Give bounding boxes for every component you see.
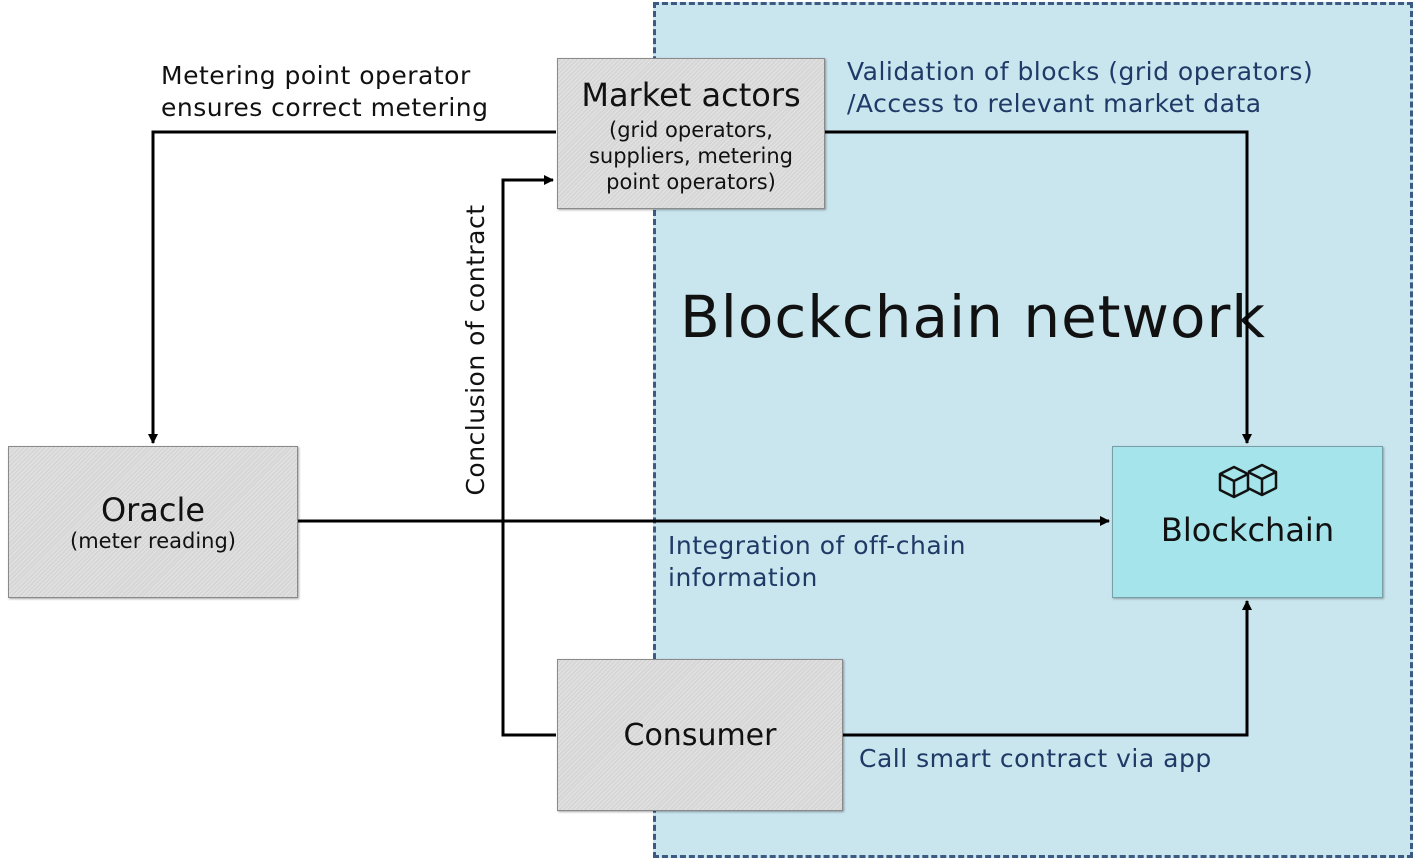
metering-label: Metering point operator ensures correct … bbox=[161, 60, 489, 124]
contract-label: Conclusion of contract bbox=[461, 204, 490, 496]
integration-label-line2: information bbox=[668, 563, 818, 592]
market-actors-subtitle-line2: suppliers, metering bbox=[588, 144, 794, 168]
market-actors-title: Market actors bbox=[581, 76, 801, 114]
edge-market-to-blockchain bbox=[825, 130, 1252, 444]
blockchain-node: Blockchain bbox=[1112, 446, 1383, 598]
edge-consumer-to-blockchain bbox=[843, 600, 1252, 737]
blockchain-network-title: Blockchain network bbox=[680, 283, 1266, 351]
validation-label: Validation of blocks (grid operators) /A… bbox=[847, 56, 1313, 120]
smart-contract-label: Call smart contract via app bbox=[859, 744, 1212, 773]
metering-label-line1: Metering point operator bbox=[161, 61, 471, 90]
blockchain-title: Blockchain bbox=[1160, 511, 1335, 549]
validation-label-line2: /Access to relevant market data bbox=[847, 89, 1262, 118]
market-actors-subtitle-line1: (grid operators, bbox=[609, 118, 773, 142]
oracle-title: Oracle bbox=[100, 491, 206, 529]
edge-market-to-oracle bbox=[148, 130, 556, 444]
integration-label: Integration of off-chain information bbox=[668, 530, 966, 594]
consumer-title: Consumer bbox=[623, 718, 777, 753]
market-actors-node: Market actors (grid operators, suppliers… bbox=[557, 58, 825, 209]
metering-label-line2: ensures correct metering bbox=[161, 93, 489, 122]
blockchain-cubes-icon bbox=[1218, 463, 1278, 499]
oracle-subtitle: (meter reading) bbox=[70, 529, 236, 553]
market-actors-subtitle-line3: point operators) bbox=[606, 170, 776, 194]
integration-label-line1: Integration of off-chain bbox=[668, 531, 966, 560]
edge-consumer-to-market bbox=[501, 175, 556, 737]
validation-label-line1: Validation of blocks (grid operators) bbox=[847, 57, 1314, 86]
consumer-node: Consumer bbox=[557, 659, 843, 811]
oracle-node: Oracle (meter reading) bbox=[8, 446, 298, 598]
